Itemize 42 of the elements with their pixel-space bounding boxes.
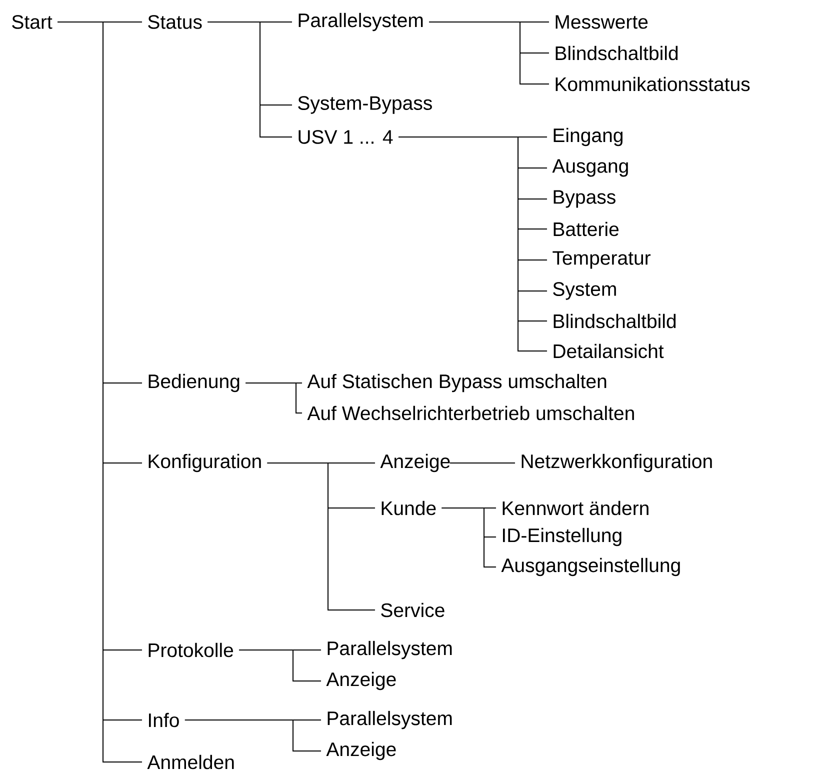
menu-item: Auf Statischen Bypass umschalten: [307, 374, 606, 392]
menu-item: ID-Einstellung: [503, 528, 622, 546]
connector-line: [441, 508, 496, 568]
menu-item: System: [553, 282, 616, 300]
menu-item: Start: [12, 15, 52, 29]
menu-item: Blindschaltbild: [554, 314, 676, 328]
connector-line: [207, 22, 292, 138]
menu-item: Eingang: [554, 128, 622, 146]
menu-item: System-Bypass: [298, 96, 432, 114]
menu-item: Parallelsystem: [328, 640, 452, 660]
menu-item: Info: [149, 712, 179, 728]
connector-line: [245, 382, 302, 414]
menu-item: Konfiguration: [148, 454, 261, 472]
connector-line: [428, 22, 550, 84]
menu-item: Parallelsystem: [298, 12, 423, 32]
menu-item: Anzeige: [380, 454, 450, 472]
menu-item: Bypass: [554, 190, 616, 208]
menu-item: Messwerte: [556, 15, 648, 29]
menu-item: Kommunikationsstatus: [556, 76, 750, 92]
menu-item: Kennwort ändern: [502, 500, 648, 516]
menu-item: Ausgangseinstellung: [501, 558, 680, 576]
menu-item: Status: [148, 15, 202, 29]
connector-line: [266, 462, 376, 610]
menu-item: Parallelsystem: [328, 710, 452, 730]
connector-line: [238, 650, 322, 682]
menu-item: Protokolle: [148, 642, 234, 658]
menu-item: Anzeige: [326, 672, 396, 690]
menu-item: Detailansicht: [554, 344, 664, 358]
menu-item: USV 1 ... 4: [298, 130, 393, 144]
menu-item: Temperatur: [552, 251, 650, 269]
menu-item: Netzwerkkonfiguration: [522, 454, 712, 472]
menu-item: Batterie: [554, 222, 619, 236]
connector-line: [450, 462, 516, 464]
menu-item: Kunde: [382, 500, 436, 516]
menu-item: Anmelden: [147, 754, 234, 770]
menu-item: Ausgang: [552, 159, 628, 177]
menu-item: Anzeige: [326, 742, 396, 760]
connector-line: [184, 720, 322, 752]
menu-item: Blindschaltbild: [556, 46, 678, 60]
menu-item: Service: [381, 602, 444, 618]
menu-item: Auf Wechselrichterbetrieb umschalten: [307, 406, 634, 420]
menu-item: Bedienung: [148, 374, 240, 392]
